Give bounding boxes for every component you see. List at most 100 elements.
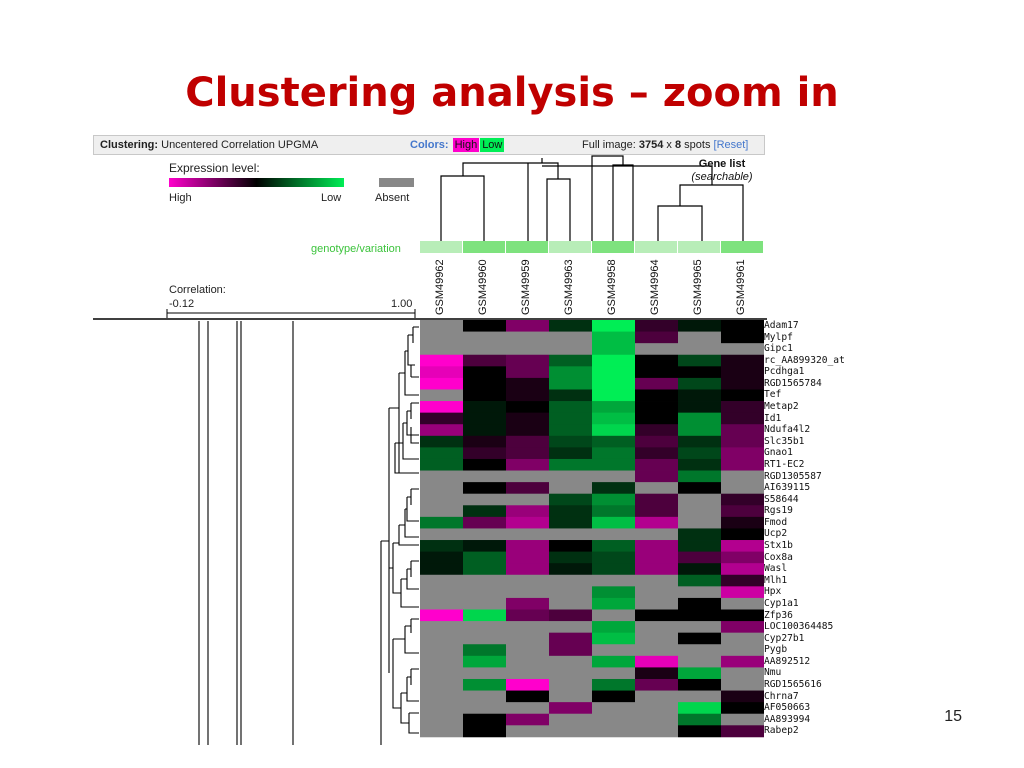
heatmap-cell[interactable] — [678, 493, 721, 506]
heatmap-cell[interactable] — [549, 401, 592, 414]
heatmap-cell[interactable] — [463, 621, 506, 634]
heatmap-cell[interactable] — [506, 354, 549, 367]
heatmap-cell[interactable] — [549, 505, 592, 518]
heatmap-cell[interactable] — [635, 447, 678, 460]
heatmap-cell[interactable] — [678, 435, 721, 448]
sample-label[interactable]: GSM49965 — [692, 259, 704, 315]
heatmap-cell[interactable] — [506, 609, 549, 622]
heatmap-cell[interactable] — [592, 366, 635, 379]
heatmap-cell[interactable] — [463, 551, 506, 564]
gene-label[interactable]: AF050663 — [764, 702, 811, 714]
gene-label[interactable]: Mylpf — [764, 331, 793, 343]
heatmap-cell[interactable] — [721, 493, 764, 506]
heatmap-cell[interactable] — [463, 482, 506, 495]
heatmap-cell[interactable] — [592, 377, 635, 390]
heatmap-cell[interactable] — [721, 366, 764, 379]
heatmap-cell[interactable] — [678, 725, 721, 738]
heatmap-cell[interactable] — [506, 377, 549, 390]
heatmap-cell[interactable] — [506, 470, 549, 483]
heatmap-cell[interactable] — [678, 551, 721, 564]
heatmap-cell[interactable] — [463, 713, 506, 726]
heatmap-cell[interactable] — [420, 702, 463, 715]
heatmap-cell[interactable] — [463, 435, 506, 448]
heatmap-cell[interactable] — [549, 389, 592, 402]
heatmap-cell[interactable] — [592, 597, 635, 610]
sample-label[interactable]: GSM49959 — [520, 259, 532, 315]
heatmap-cell[interactable] — [721, 401, 764, 414]
heatmap-cell[interactable] — [635, 424, 678, 437]
heatmap-cell[interactable] — [420, 366, 463, 379]
heatmap-cell[interactable] — [721, 389, 764, 402]
heatmap-cell[interactable] — [721, 505, 764, 518]
heatmap-cell[interactable] — [592, 343, 635, 356]
heatmap-cell[interactable] — [678, 609, 721, 622]
heatmap-cell[interactable] — [549, 482, 592, 495]
heatmap-cell[interactable] — [420, 447, 463, 460]
heatmap-cell[interactable] — [721, 621, 764, 634]
heatmap-cell[interactable] — [463, 690, 506, 703]
heatmap-cell[interactable] — [463, 528, 506, 541]
heatmap-cell[interactable] — [463, 725, 506, 738]
gene-label[interactable]: Hpx — [764, 586, 782, 598]
heatmap-cell[interactable] — [506, 597, 549, 610]
heatmap-cell[interactable] — [721, 644, 764, 657]
heatmap-cell[interactable] — [420, 493, 463, 506]
heatmap-cell[interactable] — [678, 470, 721, 483]
heatmap-cell[interactable] — [420, 632, 463, 645]
heatmap-cell[interactable] — [506, 725, 549, 738]
heatmap-cell[interactable] — [592, 447, 635, 460]
heatmap-cell[interactable] — [678, 540, 721, 552]
heatmap-cell[interactable] — [635, 644, 678, 657]
heatmap-cell[interactable] — [506, 505, 549, 518]
heatmap-cell[interactable] — [635, 366, 678, 379]
heatmap-cell[interactable] — [420, 470, 463, 483]
heatmap-cell[interactable] — [463, 655, 506, 668]
heatmap-cell[interactable] — [592, 678, 635, 691]
gene-label[interactable]: AI639115 — [764, 482, 811, 494]
heatmap-cell[interactable] — [678, 505, 721, 518]
heatmap-cell[interactable] — [678, 678, 721, 691]
heatmap-cell[interactable] — [506, 424, 549, 437]
gene-label[interactable]: Mlh1 — [764, 574, 788, 586]
high-color-swatch[interactable]: High — [452, 138, 480, 152]
gene-label[interactable]: Adam17 — [764, 320, 799, 331]
heatmap-cell[interactable] — [506, 528, 549, 541]
heatmap-cell[interactable] — [678, 644, 721, 657]
heatmap-cell[interactable] — [506, 343, 549, 356]
heatmap-cell[interactable] — [678, 354, 721, 367]
heatmap-cell[interactable] — [592, 528, 635, 541]
heatmap-cell[interactable] — [463, 516, 506, 529]
gene-label[interactable]: RGD1565784 — [764, 377, 822, 389]
heatmap-cell[interactable] — [721, 586, 764, 599]
heatmap-cell[interactable] — [635, 435, 678, 448]
heatmap-cell[interactable] — [463, 331, 506, 344]
heatmap-cell[interactable] — [678, 574, 721, 587]
heatmap-cell[interactable] — [506, 447, 549, 460]
heatmap-cell[interactable] — [721, 343, 764, 356]
heatmap-cell[interactable] — [635, 505, 678, 518]
heatmap-cell[interactable] — [721, 574, 764, 587]
heatmap-cell[interactable] — [549, 516, 592, 529]
heatmap-cell[interactable] — [420, 678, 463, 691]
heatmap-cell[interactable] — [635, 401, 678, 414]
heatmap-cell[interactable] — [549, 320, 592, 332]
sample-label[interactable]: GSM49962 — [434, 259, 446, 315]
heatmap-cell[interactable] — [592, 540, 635, 552]
heatmap-cell[interactable] — [463, 401, 506, 414]
heatmap-cell[interactable] — [549, 574, 592, 587]
heatmap-cell[interactable] — [549, 366, 592, 379]
heatmap-cell[interactable] — [420, 563, 463, 576]
heatmap-cell[interactable] — [635, 540, 678, 552]
heatmap-cell[interactable] — [592, 354, 635, 367]
heatmap-cell[interactable] — [420, 609, 463, 622]
heatmap-cell[interactable] — [549, 621, 592, 634]
heatmap-cell[interactable] — [463, 609, 506, 622]
heatmap-cell[interactable] — [420, 412, 463, 425]
heatmap-cell[interactable] — [678, 401, 721, 414]
heatmap-cell[interactable] — [506, 621, 549, 634]
heatmap-cell[interactable] — [420, 435, 463, 448]
heatmap-cell[interactable] — [463, 563, 506, 576]
heatmap-cell[interactable] — [463, 644, 506, 657]
heatmap-cell[interactable] — [635, 702, 678, 715]
heatmap-cell[interactable] — [721, 713, 764, 726]
